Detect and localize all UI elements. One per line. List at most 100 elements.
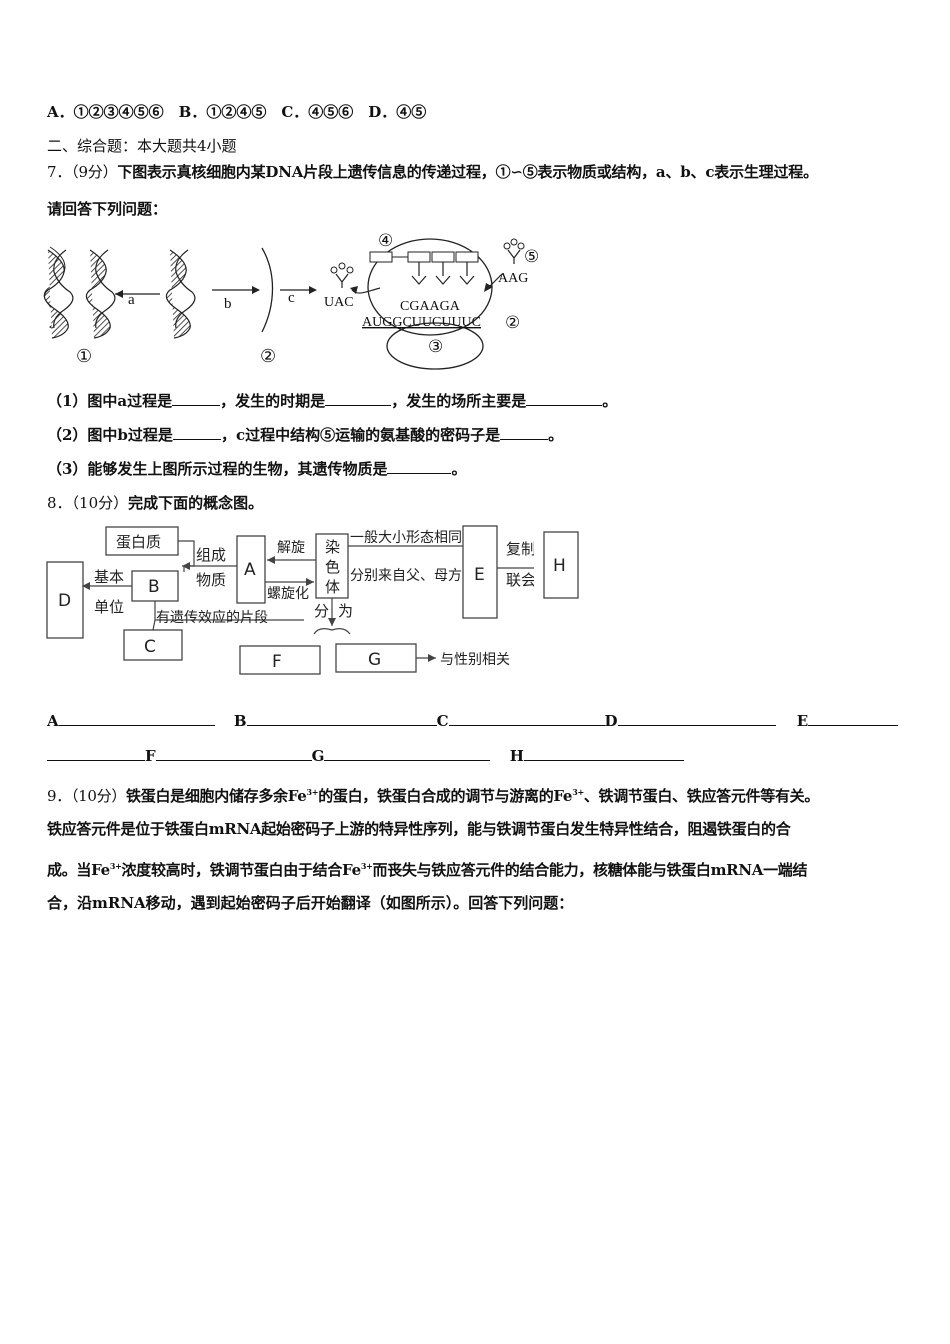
q7-points: （9分） (71, 163, 118, 181)
q7-sub2-pre: （2）图中b过程是 (47, 426, 173, 444)
answer-label-H: H (509, 747, 524, 765)
answer-blank-D[interactable] (617, 711, 776, 726)
q7-stem-text: 下图表示真核细胞内某DNA片段上遗传信息的传递过程，①∽⑤表示物质或结构，a、b… (117, 163, 818, 181)
num-4: ④ (378, 232, 393, 250)
chromosome-char-3: 体 (325, 578, 340, 596)
q7-prompt: 请回答下列问题： (47, 200, 168, 218)
aag-text: AAG (498, 271, 528, 286)
q7-sub1-blank1[interactable] (172, 391, 221, 406)
q7-sub1-mid1: ，发生的时期是 (220, 392, 326, 410)
answer-blank-E-2[interactable] (47, 746, 145, 761)
amino-acid-box-3 (431, 251, 455, 263)
box-E (462, 525, 498, 619)
q7-sub1-end: 。 (602, 392, 618, 410)
q9-points: （10分） (70, 787, 127, 805)
q7-sub1-blank2[interactable] (325, 391, 392, 406)
answer-blank-F[interactable] (155, 746, 312, 761)
q8-points: （10分） (71, 494, 129, 512)
q9-line1-c: 、铁调节蛋白、铁应答元件等有关。 (583, 787, 820, 805)
label-C: C (144, 637, 156, 657)
q9-number: 9． (47, 787, 71, 805)
num-2-left: ② (260, 346, 276, 366)
q7-sub1-blank3[interactable] (526, 391, 603, 406)
q7-sub3-blank[interactable] (387, 459, 452, 474)
q7-sub2-blank2[interactable] (500, 425, 549, 440)
q7-sub3-pre: （3）能够发生上图所示过程的生物，其遗传物质是 (47, 460, 388, 478)
basic-label-2: 单位 (94, 598, 124, 616)
num-2-right: ② (505, 313, 520, 332)
q7-sub2-blank1[interactable] (172, 425, 221, 440)
q7-sub2: （2）图中b过程是，c过程中结构⑤运输的氨基酸的密码子是。 (47, 425, 563, 445)
q7-sub3: （3）能够发生上图所示过程的生物，其遗传物质是 。 (47, 459, 466, 479)
dna-double-helix-left (43, 246, 116, 339)
protein-label: 蛋白质 (116, 533, 161, 551)
label-E: E (474, 565, 485, 585)
answer-blank-A[interactable] (58, 711, 215, 726)
q9-line1-b: 的蛋白，铁蛋白合成的调节与游离的Fe (318, 787, 573, 805)
num-1: ① (76, 346, 92, 366)
q9-line1-a: 铁蛋白是细胞内储存多余Fe (126, 787, 307, 805)
q7-sub1-mid2: ，发生的场所主要是 (391, 392, 527, 410)
mrna-sequence: AUGGCUUCUUUC (362, 315, 481, 330)
answer-blank-H[interactable] (523, 746, 684, 761)
q7-sub2-mid: ，c过程中结构⑤运输的氨基酸的密码子是 (220, 426, 501, 444)
answer-blank-E-1[interactable] (808, 711, 899, 726)
fe-superscript-1: 3+ (306, 787, 319, 797)
sex-related-label: 与性别相关 (440, 652, 510, 668)
chromosome-char-2: 色 (325, 558, 340, 576)
chromosome-char-1: 染 (325, 538, 340, 556)
q9-line4: 合，沿mRNA移动，遇到起始密码子后开始翻译（如图所示）。回答下列问题： (47, 894, 574, 912)
num-5: ⑤ (524, 247, 539, 266)
q7-sub1: （1）图中a过程是 ，发生的时期是 ，发生的场所主要是 。 (47, 391, 617, 411)
answer-blank-G[interactable] (324, 746, 491, 761)
label-F: F (272, 652, 282, 672)
label-b: b (224, 296, 232, 312)
label-a: a (128, 292, 135, 308)
label-c: c (288, 290, 295, 306)
box-A (236, 535, 266, 604)
label-D: D (58, 591, 71, 611)
box-H-wrap: H (543, 531, 579, 599)
answer-label-D: D (604, 712, 618, 730)
q9-line3-a: 成。当Fe (47, 861, 110, 879)
trna-uac (330, 262, 354, 288)
q7-stem: 7．（9分）下图表示真核细胞内某DNA片段上遗传信息的传递过程，①∽⑤表示物质或… (47, 162, 818, 182)
answer-blank-C[interactable] (448, 711, 605, 726)
q9-line3: 成。当Fe3+浓度较高时，铁调节蛋白由于结合Fe3+而丧失与铁应答元件的结合能力… (47, 856, 808, 880)
mrna-strand (261, 247, 274, 333)
answer-label-C: C (436, 712, 449, 730)
synapsis-label: 联会 (506, 571, 534, 589)
answer-label-A: A (47, 712, 59, 730)
amino-acid-box-4 (455, 251, 479, 263)
dna-transfer-figure: a b c ① ② UAC ④ CGAAGA AUGGCUUCUUUC ② ③ (43, 232, 539, 370)
unspiral-label: 解旋 (277, 540, 305, 556)
q8-stem-text: 完成下面的概念图。 (128, 494, 264, 512)
q8-stem: 8．（10分）完成下面的概念图。 (47, 493, 263, 513)
q7-sub3-end: 。 (451, 460, 467, 478)
fe-superscript-3: 3+ (109, 861, 122, 871)
fe-superscript-2: 3+ (572, 787, 584, 797)
spiral-label: 螺旋化 (267, 586, 309, 602)
anticodon-text: CGAAGA (400, 299, 461, 314)
box-chromosome (315, 533, 349, 599)
options-line: A．①②③④⑤⑥ B．①②④⑤ C．④⑤⑥ D．④⑤ (47, 103, 427, 121)
compose-label-1: 组成 (196, 546, 226, 564)
label-B: B (148, 577, 160, 597)
label-G: G (368, 650, 381, 670)
same-shape-label: 一般大小形态相同 (350, 530, 462, 546)
ribosome-small-subunit (386, 322, 484, 370)
divide-label-1: 分 (314, 602, 329, 620)
q8-number: 8． (47, 494, 72, 512)
gene-segment-label: 有遗传效应的片段 (156, 609, 268, 626)
from-parents-label: 分别来自父、母方 (350, 568, 462, 584)
q9-line1: 9．（10分）铁蛋白是细胞内储存多余Fe3+的蛋白，铁蛋白合成的调节与游离的Fe… (47, 782, 819, 806)
box-F (239, 645, 321, 675)
trna-aag (503, 238, 525, 264)
answer-blank-B[interactable] (246, 711, 437, 726)
concept-map: 蛋白质 组成 物质 A B D C 基本 单位 有遗传效应的片段 解旋 螺旋化 … (46, 525, 534, 675)
replicate-label: 复制 (506, 540, 534, 558)
compose-label-2: 物质 (196, 571, 226, 589)
q7-sub1-pre: （1）图中a过程是 (47, 392, 173, 410)
